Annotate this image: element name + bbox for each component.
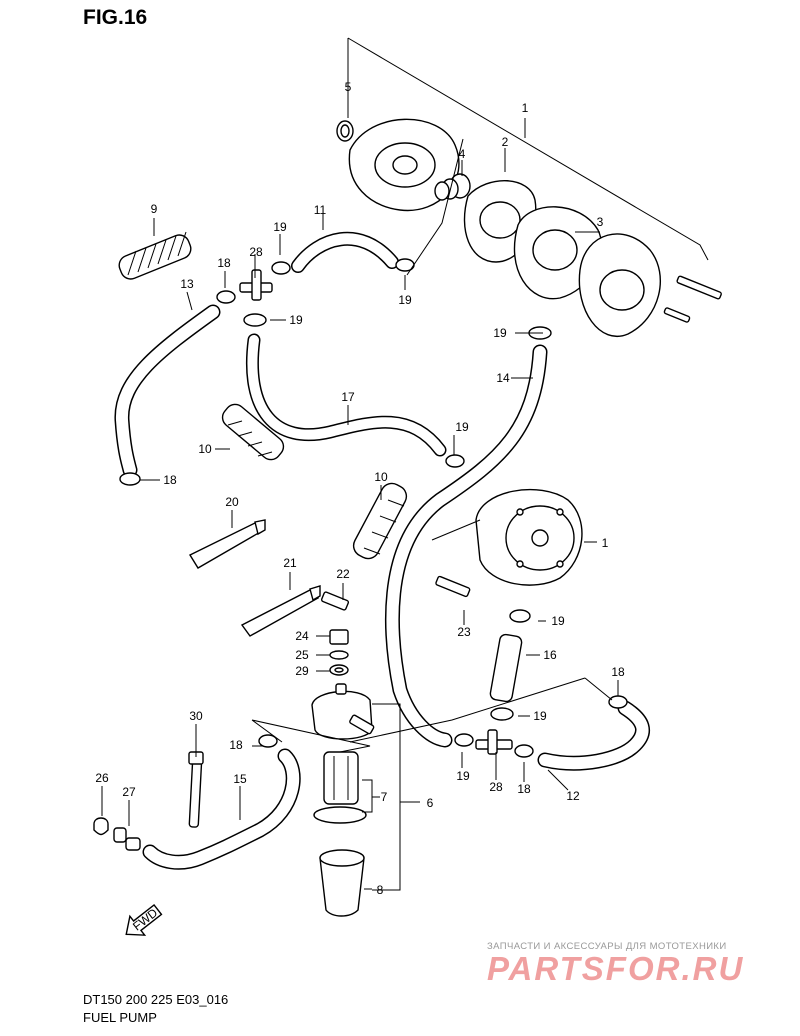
callout-labels: 1 1 2 3 4 5 6 7 8 9 10 10 11 12 13 14 15…: [95, 80, 625, 897]
pump-bolt-long: [676, 275, 722, 300]
callout-19-c: 19: [398, 293, 412, 307]
fwd-arrow-icon: FWD: [125, 903, 163, 936]
nut-24: [329, 629, 349, 645]
fitting-27: [113, 827, 141, 851]
washer-29: [329, 664, 349, 676]
callout-19-b: 19: [289, 313, 303, 327]
callout-20: 20: [225, 495, 239, 509]
callout-22: 22: [336, 567, 350, 581]
callout-3: 3: [597, 215, 604, 229]
callout-13: 13: [180, 277, 194, 291]
callout-8: 8: [377, 883, 384, 897]
callout-2: 2: [502, 135, 509, 149]
callout-1-top: 1: [522, 101, 529, 115]
clamp-19-g: [490, 707, 514, 721]
filter-head-6: [311, 683, 375, 740]
callout-4: 4: [459, 147, 466, 161]
callout-16: 16: [543, 648, 557, 662]
hose-11: [291, 231, 399, 273]
clamp-19-b: [243, 313, 267, 327]
clamp-19-a: [271, 261, 291, 275]
callout-19-g: 19: [533, 709, 547, 723]
o-ring-5: [336, 120, 354, 142]
model-code: DT150 200 225 E03_016: [83, 992, 229, 1007]
callout-10-b: 10: [374, 470, 388, 484]
callout-19-e: 19: [455, 420, 469, 434]
callout-25: 25: [295, 648, 309, 662]
callout-15: 15: [233, 772, 247, 786]
pump-back-plate: [578, 233, 662, 337]
hose-13: [114, 304, 221, 478]
figure-title: FIG.16: [83, 6, 148, 29]
callout-7: 7: [381, 790, 388, 804]
callout-19-a: 19: [273, 220, 287, 234]
cap-26: [93, 817, 109, 836]
callout-10-a: 10: [198, 442, 212, 456]
clamp-18-a: [216, 290, 236, 304]
watermark-logo: PARTSFOR.RU: [487, 950, 745, 987]
figure-caption: FUEL PUMP: [83, 1010, 157, 1025]
callout-6: 6: [427, 796, 434, 810]
callout-17: 17: [341, 390, 355, 404]
callout-19-f: 19: [551, 614, 565, 628]
leader-lines: [101, 37, 709, 891]
callout-23: 23: [457, 625, 471, 639]
clamp-19-f: [509, 609, 531, 623]
callout-18-e: 18: [229, 738, 243, 752]
hose-12: [537, 700, 651, 771]
clamp-19-e: [445, 454, 465, 468]
callout-19-d: 19: [493, 326, 507, 340]
watermark: ЗАПЧАСТИ И АКСЕССУАРЫ ДЛЯ МОТОТЕХНИКИ PA…: [487, 941, 787, 988]
protector-10-right: [352, 482, 408, 560]
callout-14: 14: [496, 371, 510, 385]
callout-28-b: 28: [489, 780, 503, 794]
protector-10-left: [221, 403, 285, 461]
callout-18-c: 18: [611, 665, 625, 679]
callout-5: 5: [345, 80, 352, 94]
callout-30: 30: [189, 709, 203, 723]
fuel-pump-1: [475, 488, 583, 586]
callout-9: 9: [151, 202, 158, 216]
callout-21: 21: [283, 556, 297, 570]
cable-tie-30: [188, 751, 204, 828]
hose-17: [245, 333, 447, 457]
clamp-19-h: [454, 733, 474, 747]
spring-9: [118, 231, 192, 280]
clamp-18-d: [514, 744, 534, 758]
bracket-20: [189, 519, 266, 569]
pump-cover: [348, 118, 460, 212]
hose-15: [142, 748, 301, 870]
pump-bolt-short: [663, 307, 691, 323]
washer-25: [329, 650, 349, 660]
callout-1-mid: 1: [602, 536, 609, 550]
callout-19-h: 19: [456, 769, 470, 783]
joint-28-bottom: [475, 729, 513, 755]
bolt-23: [435, 575, 471, 598]
watermark-tagline: ЗАПЧАСТИ И АКСЕССУАРЫ ДЛЯ МОТОТЕХНИКИ: [487, 941, 727, 952]
callout-27: 27: [122, 785, 136, 799]
callout-18-a: 18: [217, 256, 231, 270]
callout-29: 29: [295, 664, 309, 678]
clamp-18-c: [608, 695, 628, 709]
hose-16: [489, 633, 523, 703]
filter-cup-8: [319, 849, 365, 917]
callout-11: 11: [314, 203, 327, 217]
clamp-18-b: [119, 472, 141, 486]
filter-element-7: [313, 751, 367, 824]
callout-28-a: 28: [249, 245, 263, 259]
hose-14: [384, 344, 548, 748]
callout-12: 12: [566, 789, 580, 803]
callout-18-d: 18: [517, 782, 531, 796]
figure-footer: DT150 200 225 E03_016 FUEL PUMP: [83, 991, 228, 1027]
callout-24: 24: [295, 629, 309, 643]
clamp-18-e: [258, 734, 278, 748]
joint-28-top: [239, 269, 273, 301]
bolt-22: [320, 591, 350, 611]
callout-18-b: 18: [163, 473, 177, 487]
bracket-21: [240, 585, 321, 637]
callout-26: 26: [95, 771, 109, 785]
